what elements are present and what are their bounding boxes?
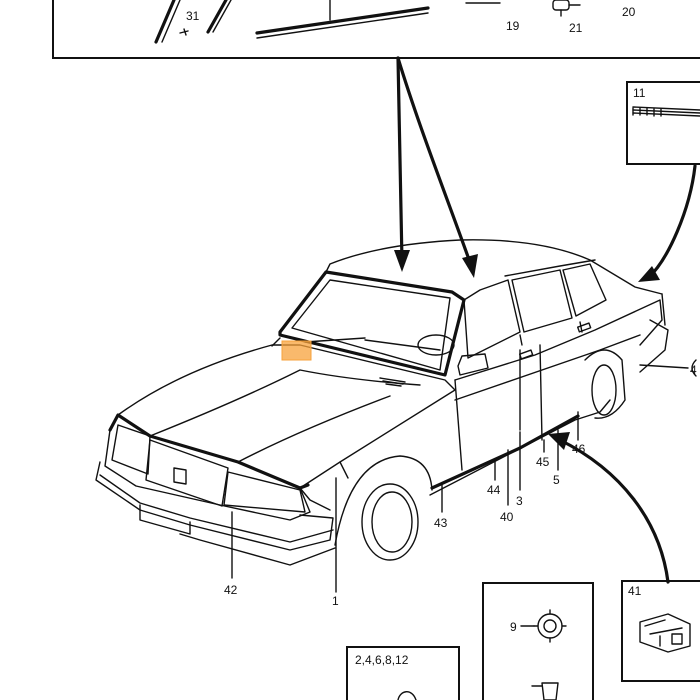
long-moulding-shape	[255, 6, 430, 35]
callout-5: 5	[553, 473, 560, 487]
callout-4: 4	[690, 363, 697, 377]
callout-11: 11	[633, 86, 646, 100]
trim-strip-31-shape	[154, 0, 176, 44]
callout-43: 43	[434, 516, 448, 530]
grille-badge-shape	[173, 467, 187, 485]
clip-41-shape	[639, 613, 691, 653]
clip-21-shape	[552, 0, 581, 17]
detail-panel-2-4-6-8-12: 2,4,6,8,12	[346, 646, 460, 700]
callout-9: 9	[510, 620, 517, 634]
callout-40: 40	[500, 510, 514, 524]
callout-2-4-6-8-12: 2,4,6,8,12	[355, 653, 409, 667]
callout-46: 46	[572, 442, 586, 456]
screw-shape	[531, 682, 559, 700]
detail-panel-41: 41	[621, 580, 700, 682]
detail-panel-11: 11	[626, 81, 700, 165]
leader-lines	[231, 364, 689, 593]
callout-31: 31	[186, 9, 200, 23]
callout-42: 42	[224, 583, 238, 597]
detail-panel-9: 9	[482, 582, 594, 700]
trim-strip-shape	[206, 0, 228, 34]
top-detail-panel: 31 19 21 20	[52, 0, 700, 59]
callout-41: 41	[628, 584, 642, 598]
pointer-arrows	[394, 56, 697, 584]
car-illustration	[95, 239, 669, 566]
callout-45: 45	[536, 455, 550, 469]
callout-21: 21	[569, 21, 583, 35]
callout-19: 19	[506, 19, 520, 33]
clip-9-shape	[533, 609, 567, 643]
callout-20: 20	[622, 5, 636, 19]
callout-labels: 42 1 43 44 40 3 45 5 46 4	[224, 363, 697, 608]
callout-1: 1	[332, 594, 339, 608]
highlight-marker	[281, 340, 312, 361]
callout-44: 44	[487, 483, 501, 497]
callout-3: 3	[516, 494, 523, 508]
